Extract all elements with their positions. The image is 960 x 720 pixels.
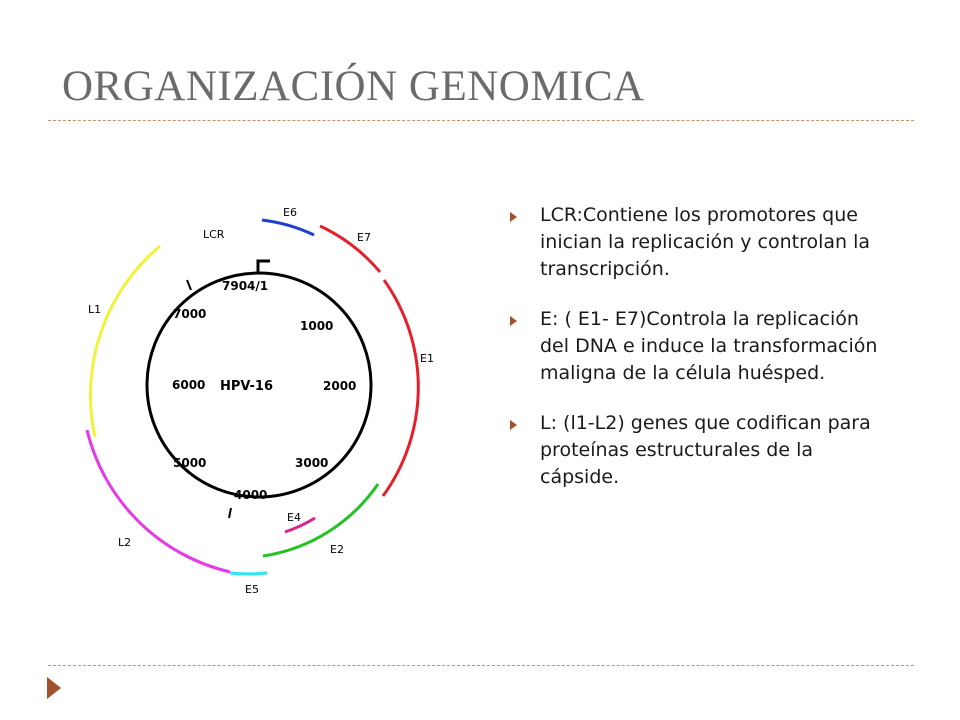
gene-label-l2: L2 <box>118 536 131 549</box>
ring-label-origin: 7904/1 <box>222 279 268 293</box>
ring-label-5000: 5000 <box>173 456 206 470</box>
ring-label-2000: 2000 <box>323 379 356 393</box>
bullet-text: LCR:Contiene los promotores que inician … <box>540 204 871 280</box>
bullet-arrow-icon <box>510 316 517 326</box>
ring-label-6000: 6000 <box>172 378 205 392</box>
gene-label-e6: E6 <box>283 206 297 219</box>
gene-arc-e2 <box>262 483 380 558</box>
title-divider <box>48 120 914 121</box>
bullet-text: E: ( E1- E7)Controla la replicación del … <box>540 308 878 384</box>
gene-arc-e4 <box>284 516 316 534</box>
bullet-lcr: LCR:Contiene los promotores que inician … <box>510 202 880 283</box>
gene-label-l1: L1 <box>88 303 101 316</box>
bullet-arrow-icon <box>510 420 517 430</box>
footer-divider <box>48 665 914 666</box>
lcr-promoter-marker <box>256 259 270 272</box>
gene-arc-l1 <box>88 244 161 438</box>
ring-label-3000: 3000 <box>295 456 328 470</box>
description-list: LCR:Contiene los promotores que inician … <box>510 202 880 514</box>
gene-label-e5: E5 <box>245 583 259 596</box>
genome-circle <box>145 271 373 499</box>
bullet-arrow-icon <box>510 212 517 222</box>
gene-label-e4: E4 <box>287 511 301 524</box>
ring-label-1000: 1000 <box>300 319 333 333</box>
bullet-text: L: (l1-L2) genes que codifican para prot… <box>540 412 871 488</box>
bullet-l-genes: L: (l1-L2) genes que codifican para prot… <box>510 410 880 491</box>
gene-arc-l2 <box>85 429 231 574</box>
gene-label-e2: E2 <box>330 543 344 556</box>
next-slide-arrow-icon[interactable] <box>47 677 61 699</box>
bullet-e-genes: E: ( E1- E7)Controla la replicación del … <box>510 306 880 387</box>
circle-tick <box>186 279 192 291</box>
genome-center-label: HPV-16 <box>220 379 273 394</box>
ring-label-4000: 4000 <box>234 488 267 502</box>
gene-label-e7: E7 <box>357 231 371 244</box>
gene-arc-e7 <box>319 224 382 273</box>
slide-title: ORGANIZACIÓN GENOMICA <box>62 63 645 110</box>
circle-tick <box>228 507 232 519</box>
gene-label-e1: E1 <box>420 352 434 365</box>
gene-arc-e5 <box>229 571 268 576</box>
gene-arc-e6 <box>261 218 315 237</box>
gene-label-lcr: LCR <box>203 228 225 241</box>
gene-arc-e1 <box>381 279 420 497</box>
ring-label-7000: 7000 <box>173 307 206 321</box>
